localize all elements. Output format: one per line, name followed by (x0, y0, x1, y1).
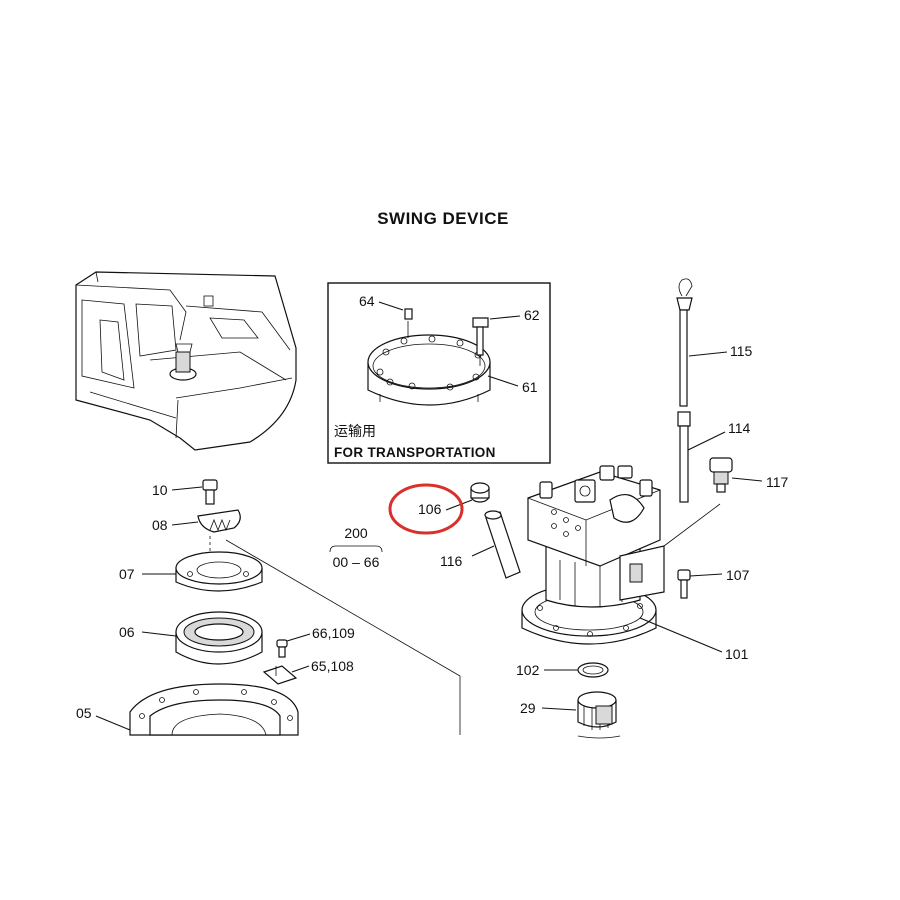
bushing-106 (470, 482, 490, 503)
ref-200: 200 (344, 525, 368, 541)
bearing-06 (175, 611, 263, 665)
label-61: 61 (522, 379, 538, 395)
label-107: 107 (726, 567, 750, 583)
swing-motor-assembly (521, 465, 721, 645)
transport-cover-plate (367, 334, 491, 406)
pipe-116 (484, 510, 521, 579)
label-101: 101 (725, 646, 749, 662)
inset-caption-cn: 运输用 (334, 424, 376, 440)
dipstick-115 (676, 278, 693, 407)
ref-range: 00 – 66 (333, 554, 380, 570)
label-29: 29 (520, 700, 536, 716)
pinion-29 (577, 691, 617, 730)
label-66-109: 66,109 (312, 625, 355, 641)
label-64: 64 (359, 293, 375, 309)
bolt-66-109-icon (276, 639, 288, 658)
pipe-114 (677, 411, 691, 503)
label-102: 102 (516, 662, 540, 678)
label-106: 106 (418, 501, 442, 517)
label-10: 10 (152, 482, 168, 498)
label-07: 07 (119, 566, 135, 582)
inset-caption-en: FOR TRANSPORTATION (334, 445, 496, 460)
label-117: 117 (766, 474, 789, 490)
plug-64-icon (404, 308, 413, 338)
bolt-107-icon (677, 569, 691, 599)
label-05: 05 (76, 705, 92, 721)
bolt-10-icon (202, 479, 218, 505)
swing-motor-small-icon (169, 343, 197, 381)
label-06: 06 (119, 624, 135, 640)
nut-plate-07 (175, 551, 263, 592)
label-116: 116 (440, 553, 463, 569)
label-65-108: 65,108 (311, 658, 354, 674)
label-114: 114 (728, 420, 751, 436)
o-ring-102 (577, 662, 609, 678)
excavator-sketch (75, 271, 297, 451)
lock-plate-08 (197, 509, 241, 533)
plate-65-108-icon (262, 665, 298, 685)
breather-117 (709, 457, 733, 493)
label-115: 115 (730, 343, 753, 359)
transportation-inset: 64 62 61 运输用 FOR TRANSPORTATION (327, 282, 551, 464)
diagram-title: SWING DEVICE (377, 209, 509, 228)
label-62: 62 (524, 307, 540, 323)
housing-05 (129, 683, 299, 736)
highlight-circle-106 (388, 483, 464, 535)
label-08: 08 (152, 517, 168, 533)
bolt-62-icon (472, 317, 489, 366)
